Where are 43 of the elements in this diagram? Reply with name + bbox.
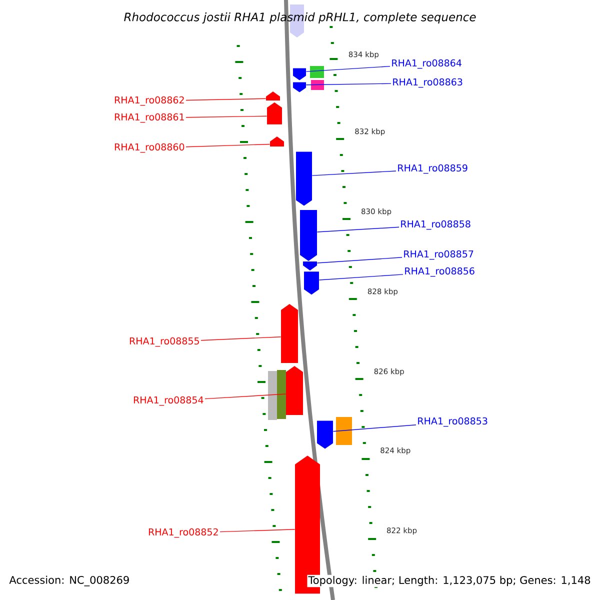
leader-line [200, 336, 282, 341]
gene-label: RHA1_ro08859 [398, 164, 468, 174]
leader-line [186, 144, 270, 148]
gene-label: RHA1_ro08856 [405, 267, 474, 277]
gene-label: RHA1_ro08860 [114, 143, 184, 153]
leader-line [306, 83, 392, 86]
leader-line [186, 98, 266, 101]
gene-feature [281, 304, 298, 364]
leader-line [316, 257, 402, 264]
gene-label: RHA1_ro08864 [392, 59, 462, 69]
gene-feature [303, 261, 317, 270]
leader-line [312, 170, 396, 176]
gene-box [310, 66, 324, 78]
gene-feature [286, 366, 303, 416]
gene-box [268, 371, 277, 420]
gene-feature [296, 152, 312, 206]
gene-feature [293, 82, 306, 92]
leader-line [332, 424, 416, 432]
gene-box [336, 417, 352, 445]
gene-label: RHA1_ro08853 [418, 417, 488, 427]
title: Rhodococcus jostii RHA1 plasmid pRHL1, complete sequence [124, 12, 476, 24]
gene-feature [293, 68, 306, 80]
footer-text: Topology: linear; Length: 1,123,075 bp; Genes: 1,148 [307, 574, 592, 588]
gene-label: RHA1_ro08858 [401, 220, 470, 230]
leader-line [316, 226, 400, 232]
gene-label: RHA1_ro08855 [130, 337, 199, 347]
gene-label: RHA1_ro08857 [404, 250, 474, 260]
leader-line [318, 274, 404, 280]
gene-box [277, 370, 286, 419]
gene-box [311, 80, 324, 90]
gene-feature [317, 420, 333, 449]
leader-line [204, 394, 286, 400]
gene-feature [266, 92, 280, 101]
leader-line [306, 66, 390, 72]
gene-label: RHA1_ro08862 [114, 96, 184, 106]
footer-text: Accession: NC_008269 [9, 576, 129, 586]
leader-line [186, 116, 268, 118]
leader-line [220, 529, 296, 532]
gene-label: RHA1_ro08852 [148, 528, 218, 538]
gene-feature [270, 136, 284, 147]
gene-label: RHA1_ro08863 [393, 78, 462, 88]
gene-label: RHA1_ro08861 [114, 113, 184, 123]
gene-label: RHA1_ro08854 [134, 396, 204, 406]
